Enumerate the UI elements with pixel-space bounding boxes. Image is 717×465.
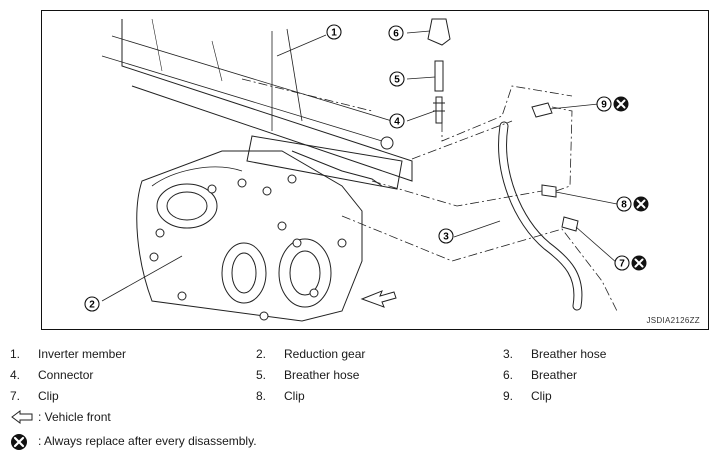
callout-number: 7 <box>619 259 625 270</box>
callout-number: 2 <box>89 300 95 311</box>
legend-label-breather-hose-5: Breather hose <box>284 368 360 382</box>
callout-9: 9 <box>596 96 629 112</box>
legend-num-6: 6. <box>503 368 514 382</box>
breather-hose-5-shape <box>434 60 444 92</box>
legend-num-9: 9. <box>503 389 514 403</box>
callout-4: 4 <box>389 113 405 129</box>
clip-8-shape <box>541 184 557 198</box>
legend-num-5: 5. <box>256 368 267 382</box>
legend-label-clip-8: Clip <box>284 389 305 403</box>
legend-num-8: 8. <box>256 389 267 403</box>
vehicle-front-icon <box>11 410 33 424</box>
vehicle-front-arrow <box>360 290 397 308</box>
callout-2: 2 <box>84 296 100 312</box>
legend-label-breather: Breather <box>531 368 578 382</box>
vehicle-front-label: : Vehicle front <box>38 410 111 424</box>
callout-3: 3 <box>438 228 454 244</box>
callout-1: 1 <box>326 24 342 40</box>
legend-num-7: 7. <box>10 389 21 403</box>
legend-label-clip-7: Clip <box>38 389 59 403</box>
legend-num-2: 2. <box>256 347 267 361</box>
connector-4-shape <box>435 96 443 124</box>
reduction-gear-outline <box>136 150 363 322</box>
callout-number: 6 <box>393 29 399 40</box>
legend-label-inverter-member: Inverter member <box>38 347 127 361</box>
always-replace-icon <box>11 434 27 450</box>
callout-5: 5 <box>389 71 405 87</box>
always-replace-label: : Always replace after every disassembly… <box>38 434 257 448</box>
callout-6: 6 <box>388 25 404 41</box>
diagram-drawing: 1 2 3 4 5 6 7 8 9 <box>84 18 649 322</box>
exploded-view-diagram: 1 2 3 4 5 6 7 8 9 JSDIA2126ZZ <box>41 10 709 330</box>
always-replace-icon <box>631 255 647 271</box>
clip-7-shape <box>561 216 579 232</box>
legend-label-clip-9: Clip <box>531 389 552 403</box>
callout-number: 8 <box>621 200 627 211</box>
clip-9-shape <box>531 102 553 118</box>
callout-8: 8 <box>616 196 649 212</box>
always-replace-icon <box>613 96 629 112</box>
legend-label-connector: Connector <box>38 368 94 382</box>
inverter-member-outline <box>121 19 413 182</box>
figure-code: JSDIA2126ZZ <box>646 316 700 325</box>
legend-num-4: 4. <box>10 368 21 382</box>
callout-number: 9 <box>601 100 607 111</box>
legend-num-1: 1. <box>10 347 21 361</box>
legend-num-3: 3. <box>503 347 514 361</box>
callout-number: 5 <box>394 75 400 86</box>
callout-7: 7 <box>614 255 647 271</box>
breather-hose-3-shape <box>498 121 583 311</box>
callout-number: 1 <box>331 28 337 39</box>
breather-6-shape <box>427 18 451 46</box>
always-replace-icon <box>633 196 649 212</box>
callout-number: 3 <box>443 232 449 243</box>
legend-label-reduction-gear: Reduction gear <box>284 347 366 361</box>
legend-label-breather-hose-3: Breather hose <box>531 347 607 361</box>
callout-number: 4 <box>394 117 400 128</box>
